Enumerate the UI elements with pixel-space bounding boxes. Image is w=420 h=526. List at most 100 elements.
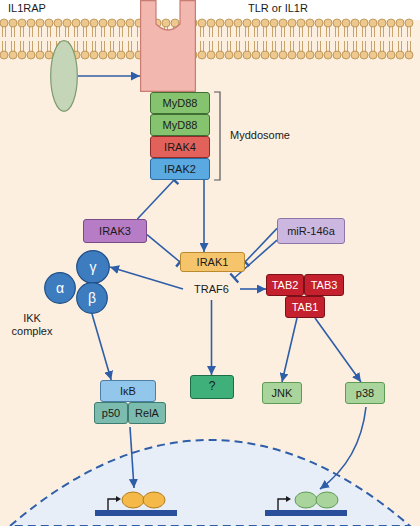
lipid-tail — [248, 41, 249, 52]
lipid-tail — [236, 41, 237, 52]
activation-arrow — [110, 267, 183, 289]
lipid-tail — [74, 41, 75, 52]
lipid-head — [108, 51, 116, 59]
lipid-head — [297, 19, 305, 27]
lipid-tail — [23, 41, 24, 52]
lipid-tail — [398, 41, 399, 52]
lipid-tail — [383, 41, 384, 52]
lipid-head — [126, 19, 134, 27]
lipid-head — [252, 51, 260, 59]
lipid-tail — [32, 26, 33, 37]
lipid-tail — [281, 41, 282, 52]
lipid-head — [36, 19, 44, 27]
lipid-head — [81, 19, 89, 27]
inhibition-line — [137, 180, 174, 219]
bracket-label: Myddosome — [230, 129, 290, 142]
shape-outline — [51, 41, 78, 112]
protein-label: TRAF6 — [183, 278, 240, 300]
lipid-tail — [104, 41, 105, 52]
translocation-arrow — [320, 407, 366, 489]
lipid-tail — [77, 26, 78, 37]
lipid-tail — [65, 26, 66, 37]
lipid-head — [198, 51, 206, 59]
lipid-tail — [245, 41, 246, 52]
bracket — [214, 92, 220, 180]
node-text: TLR or IL1R — [248, 2, 308, 15]
shape-outline — [77, 283, 108, 314]
lipid-head — [297, 51, 305, 59]
lipid-head — [351, 51, 359, 59]
lipid-tail — [329, 41, 330, 52]
lipid-head — [90, 19, 98, 27]
lipid-tail — [410, 41, 411, 52]
shape-outline — [140, 0, 196, 92]
lipid-tail — [275, 26, 276, 37]
lipid-tail — [290, 26, 291, 37]
lipid-tail — [347, 26, 348, 37]
lipid-tail — [122, 41, 123, 52]
lipid-head — [360, 19, 368, 27]
ikk-subunit: γ — [76, 250, 110, 284]
lipid-tail — [131, 26, 132, 37]
lipid-tail — [20, 41, 21, 52]
lipid-tail — [14, 41, 15, 52]
lipid-tail — [392, 41, 393, 52]
lipid-tail — [104, 26, 105, 37]
lipid-head — [387, 51, 395, 59]
lipid-tail — [335, 26, 336, 37]
lipid-head — [18, 19, 26, 27]
lipid-tail — [5, 26, 6, 37]
lipid-tail — [137, 26, 138, 37]
unknown-box: ? — [190, 375, 234, 399]
lipid-tail — [275, 41, 276, 52]
node-text: TAB1 — [292, 301, 319, 314]
lipid-tail — [284, 41, 285, 52]
lipid-head — [288, 51, 296, 59]
lipid-head — [216, 19, 224, 27]
lipid-tail — [239, 41, 240, 52]
tab-box: TAB1 — [285, 296, 325, 318]
lipid-tail — [38, 26, 39, 37]
lipid-tail — [221, 41, 222, 52]
lipid-head — [315, 51, 323, 59]
lipid-tail — [374, 26, 375, 37]
lipid-head — [27, 51, 35, 59]
lipid-tail — [11, 41, 12, 52]
lipid-tail — [335, 41, 336, 52]
lipid-tail — [92, 26, 93, 37]
lipid-head — [81, 51, 89, 59]
adaptor-box: MyD88 — [150, 92, 210, 114]
lipid-tail — [95, 26, 96, 37]
lipid-tail — [137, 41, 138, 52]
lipid-tail — [356, 41, 357, 52]
inhibition-line — [147, 235, 180, 262]
lipid-tail — [119, 41, 120, 52]
lipid-tail — [50, 41, 51, 52]
lipid-tail — [293, 26, 294, 37]
lipid-tail — [293, 41, 294, 52]
lipid-tail — [59, 26, 60, 37]
lipid-tail — [362, 26, 363, 37]
nfkb-box: RelA — [128, 402, 166, 424]
lipid-tail — [311, 26, 312, 37]
lipid-tail — [41, 41, 42, 52]
kinase-box: IRAK1 — [180, 252, 245, 272]
lipid-tail — [290, 41, 291, 52]
lipid-tail — [101, 26, 102, 37]
lipid-tail — [308, 26, 309, 37]
node-text: IRAK2 — [164, 163, 196, 176]
lipid-tail — [398, 26, 399, 37]
lipid-tail — [362, 41, 363, 52]
lipid-tail — [218, 41, 219, 52]
dna-strand — [95, 510, 177, 516]
lipid-tail — [29, 41, 30, 52]
node-text: α — [56, 280, 64, 296]
lipid-head — [54, 19, 62, 27]
lipid-tail — [122, 26, 123, 37]
lipid-head — [261, 19, 269, 27]
lipid-head — [45, 51, 53, 59]
lipid-tail — [68, 26, 69, 37]
lipid-tail — [29, 26, 30, 37]
lipid-tail — [2, 41, 3, 52]
lipid-head — [243, 19, 251, 27]
